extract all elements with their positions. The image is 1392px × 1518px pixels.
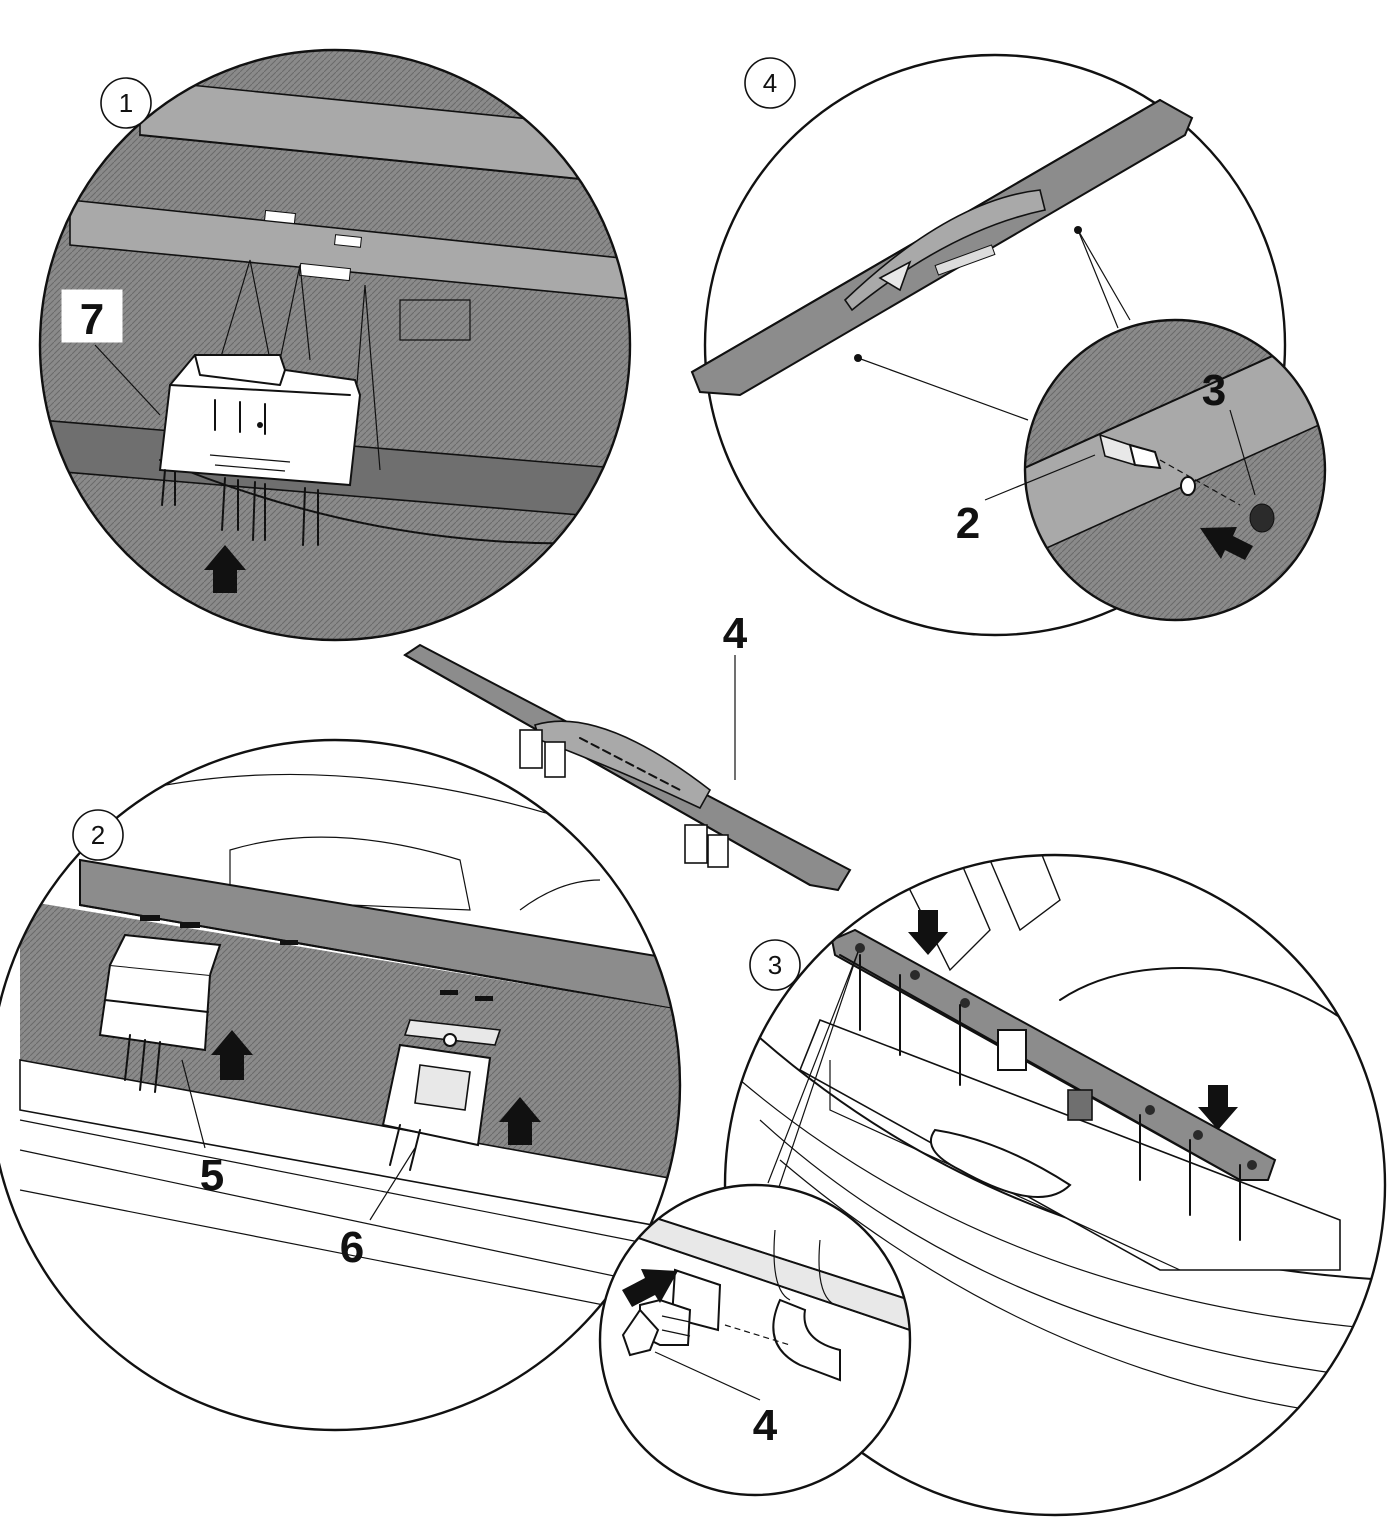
panel-step-4: 3 2 — [690, 53, 1327, 637]
svg-text:4: 4 — [763, 68, 777, 98]
callout-2: 2 — [956, 499, 980, 548]
panel-step-3: 4 — [598, 853, 1387, 1517]
panel-step-1: 7 — [38, 48, 632, 642]
callout-4-center: 4 — [723, 609, 748, 658]
callout-5: 5 — [200, 1151, 224, 1200]
push-arrow-icon — [622, 1269, 678, 1307]
svg-text:2: 2 — [91, 820, 105, 850]
push-arrow-icon — [499, 1097, 541, 1145]
step-badge-4: 4 — [744, 57, 796, 109]
callout-6: 6 — [340, 1223, 364, 1272]
callout-3: 3 — [1202, 366, 1226, 415]
callout-7: 7 — [80, 295, 104, 344]
press-down-arrow-icon — [908, 910, 948, 955]
push-arrow-icon — [1200, 527, 1253, 560]
push-arrow-icon — [204, 545, 246, 593]
push-arrow-icon — [211, 1030, 253, 1080]
svg-text:3: 3 — [768, 950, 782, 980]
step-badge-2: 2 — [72, 809, 124, 861]
svg-text:1: 1 — [119, 88, 133, 118]
step-badge-3: 3 — [749, 939, 801, 991]
step-badge-1: 1 — [100, 77, 152, 129]
press-down-arrow-icon — [1198, 1085, 1238, 1130]
center-trim-part: 4 — [403, 609, 852, 892]
callout-4-detail: 4 — [753, 1401, 778, 1450]
